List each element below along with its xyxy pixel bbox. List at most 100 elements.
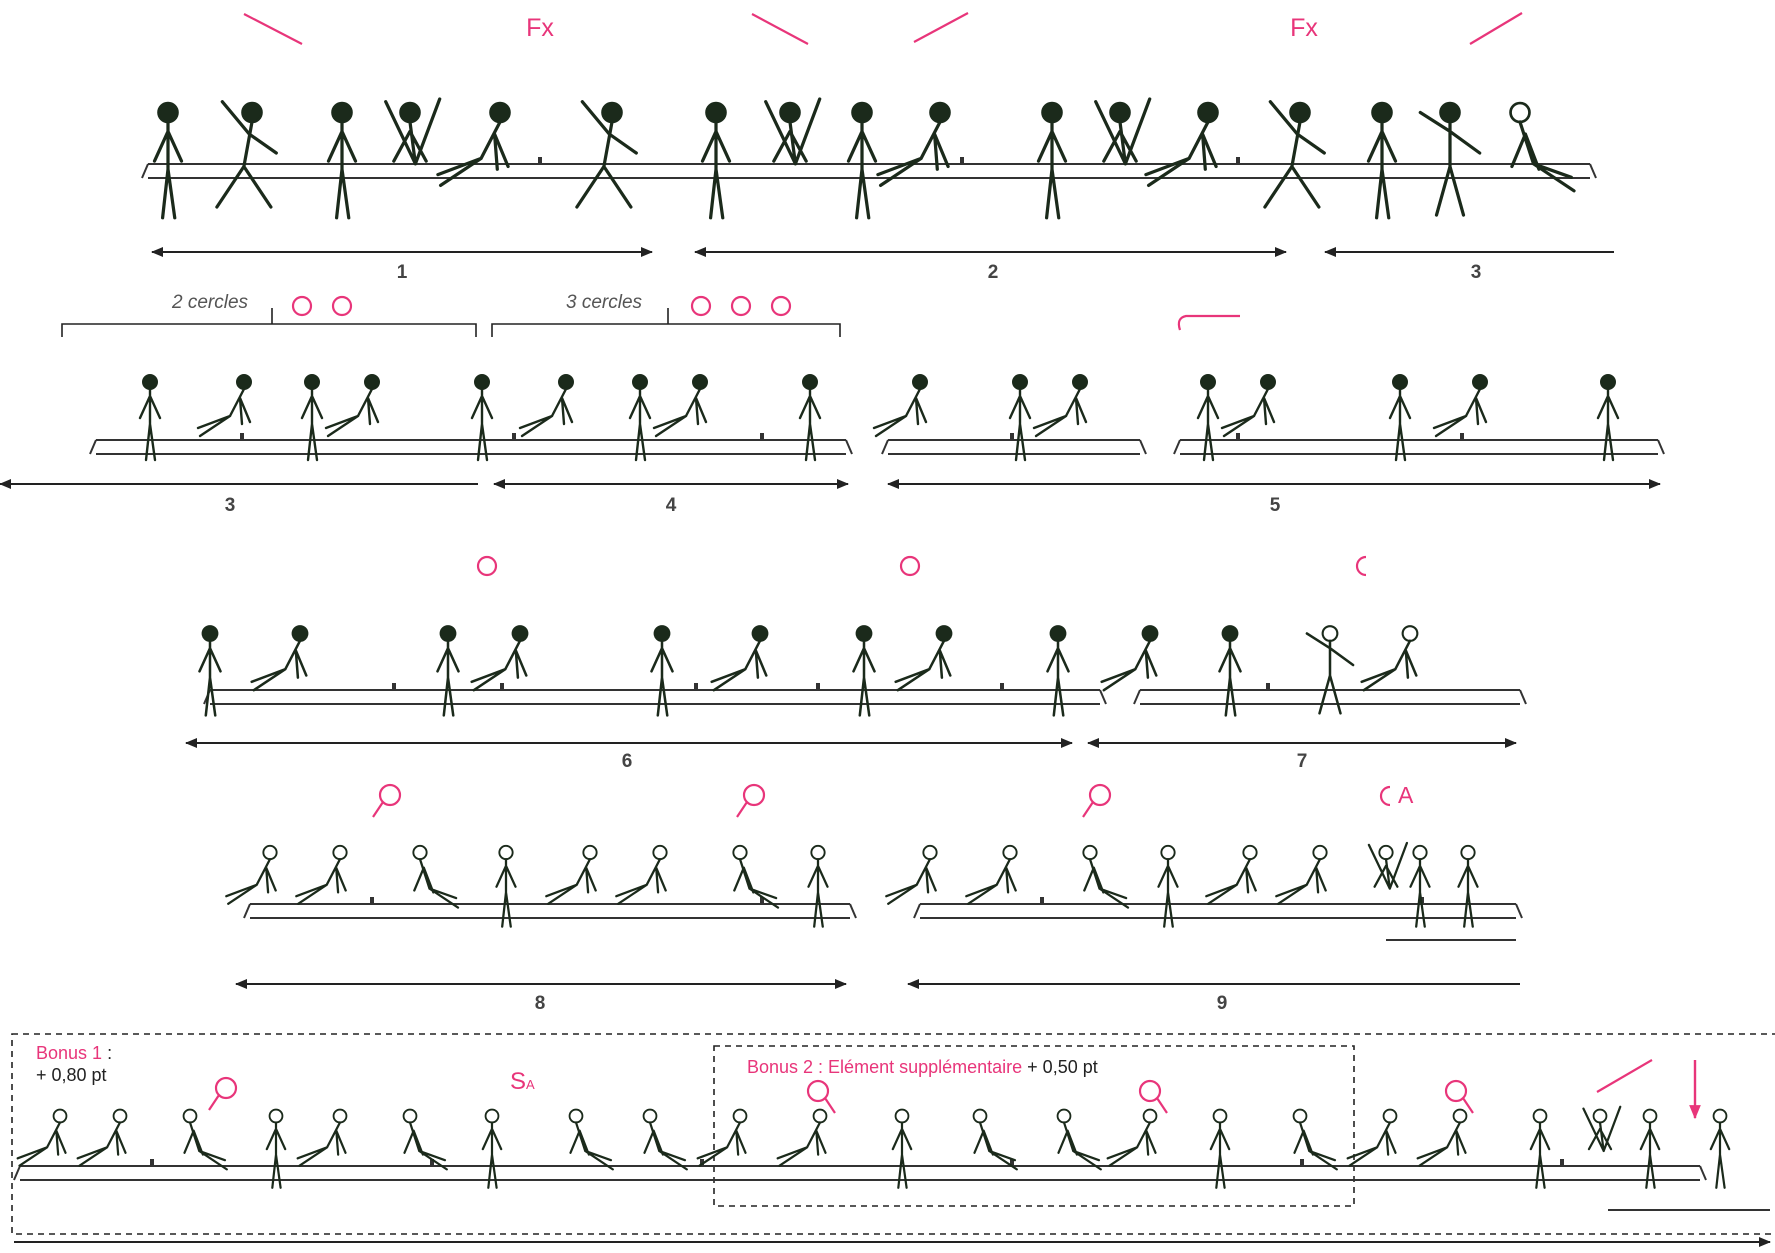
gymnast-figure-icon [298,1110,347,1166]
pommel-icon [392,683,396,690]
gymnast-figure-icon [1418,1110,1467,1166]
gymnast-figure-icon [698,1110,747,1166]
gymnast-figure-icon [438,103,510,185]
circle-with-tail-icon [808,1081,835,1113]
difficulty-a-label: A [1398,782,1413,809]
pommel-icon [960,157,964,164]
gymnast-figure-icon [1220,626,1241,715]
gymnast-figure-icon [140,375,160,460]
gymnast-figure-icon [1146,103,1218,185]
pommel-horse-icon [882,440,1146,454]
gymnast-figure-icon [712,626,768,690]
gymnast-figure-icon [878,103,950,185]
gymnast-figure-icon [329,103,356,218]
pommel-icon [694,683,698,690]
gymnast-figure-icon [654,375,707,436]
gymnast-figure-icon [302,375,322,460]
gymnast-figure-icon [483,1110,501,1188]
segment-number: 6 [622,751,633,773]
gymnast-figure-icon [1390,375,1410,460]
fx-label: Fx [526,14,554,43]
gymnast-figure-icon [267,1110,285,1188]
segment-number: 7 [1297,751,1308,773]
pommel-icon [1010,433,1014,440]
gymnast-figure-icon [630,375,650,460]
pommel-icon [512,433,516,440]
gymnast-figure-icon [1222,375,1275,436]
pommel-icon [1266,683,1270,690]
gymnast-figure-icon [18,1110,67,1166]
gymnast-figure-icon [296,846,346,904]
gymnast-figure-icon [896,626,952,690]
travel-line-icon [1470,13,1522,44]
sa-main: S [510,1068,526,1095]
gymnast-figure-icon [226,846,276,904]
circle-icon [293,297,311,315]
pommel-icon [760,433,764,440]
gymnast-figure-icon [386,99,440,164]
circle-icon [478,557,496,575]
gymnast-figure-icon [1048,626,1069,715]
gymnast-figure-icon [1159,846,1178,927]
circle-group-label: 2 cercles [172,292,248,314]
gymnast-figure-icon [854,626,875,715]
segment-number: 3 [225,495,236,517]
circle-group-bracket [492,324,840,337]
gymnast-figure-icon [1369,843,1407,889]
travel-line-icon [1597,1060,1652,1092]
sa-sub: A [526,1077,535,1092]
gymnast-figure-icon [886,846,936,904]
gymnast-figure-icon [472,375,492,460]
gymnast-figure-icon [1276,846,1326,904]
segment-number: 4 [666,495,677,517]
gymnast-figure-icon [497,846,516,927]
gymnast-figure-icon [520,375,573,436]
pommel-icon [1460,433,1464,440]
circle-with-tail-icon [1446,1081,1473,1113]
bonus1-colon: : [102,1043,112,1063]
segment-number: 3 [1471,262,1482,284]
gymnast-figure-icon [1434,375,1487,436]
bonus2-title: Bonus 2 : Elément supplémentaire [747,1057,1022,1077]
circle-with-tail-icon [373,785,400,817]
circle-with-tail-icon [1140,1081,1167,1113]
gymnast-figure-icon [413,846,458,908]
pommel-horse-icon [142,164,1596,178]
pommel-icon [1040,897,1044,904]
bonus2-block: Bonus 2 : Elément supplémentaire + 0,50 … [747,1056,1098,1078]
gymnast-figure-icon [1641,1110,1659,1188]
gymnast-figure-icon [570,1110,613,1170]
gymnast-figure-icon [546,846,596,904]
pommel-horse-icon [14,1166,1706,1180]
travel-line-icon [914,13,968,42]
gymnast-figure-icon [184,1110,227,1170]
gymnast-figure-icon [1010,375,1030,460]
segment-number: 1 [397,262,408,284]
gymnast-figure-icon [252,626,308,690]
gymnast-figure-icon [874,375,927,436]
circle-icon [692,297,710,315]
sa-label: SA [510,1068,535,1096]
pommel-horse-icon [244,904,856,918]
travel-line-icon [1179,316,1240,330]
gymnast-figure-icon [1108,1110,1157,1166]
gymnast-figure-icon [217,102,276,207]
travel-line-icon [752,14,808,44]
gymnast-figure-icon [472,626,528,690]
pommel-icon [500,683,504,690]
gymnast-figure-icon [1198,375,1218,460]
pommel-horse-icon [90,440,852,454]
gymnast-figure-icon [404,1110,447,1170]
gymnast-figure-icon [849,103,876,218]
gymnast-figure-icon [1420,103,1479,215]
pommel-icon [1236,433,1240,440]
segment-number: 8 [535,993,546,1015]
gymnast-figure-icon [326,375,379,436]
gymnast-figure-icon [1459,846,1478,927]
pommel-icon [150,1159,154,1166]
bonus1-block: Bonus 1 : + 0,80 pt [36,1042,112,1086]
gymnast-figure-icon [577,102,636,207]
circle-icon [333,297,351,315]
gymnast-figure-icon [800,375,820,460]
